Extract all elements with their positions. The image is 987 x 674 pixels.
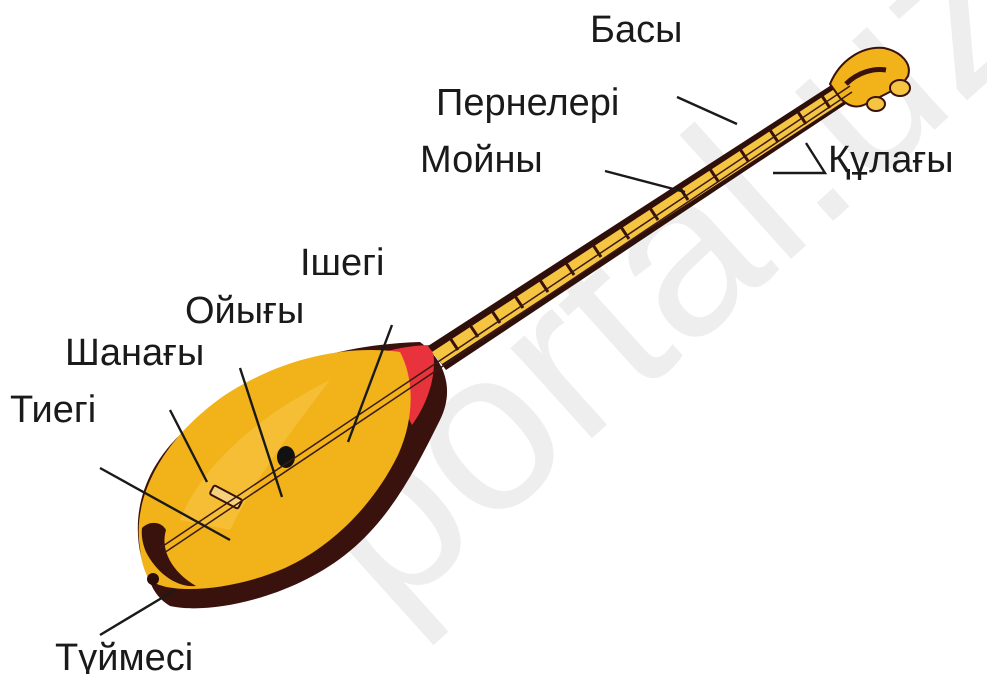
label-basy: Басы [590,9,682,51]
tuning-peg [867,97,885,111]
end-button [147,573,159,585]
label-shanagy: Шанағы [65,332,204,374]
tuning-peg [890,80,910,96]
label-oiygy: Ойығы [185,290,304,332]
label-moiny: Мойны [420,139,543,181]
label-ishegi: Ішегі [300,242,384,284]
sound-hole [277,446,295,468]
label-tuimesi: Түймесі [55,637,193,674]
label-qulagy: Құлағы [828,139,954,181]
label-pernelери: Пернелері [436,82,619,124]
label-tiegi: Тиегі [10,389,96,431]
leader-tuimesi [100,590,175,635]
